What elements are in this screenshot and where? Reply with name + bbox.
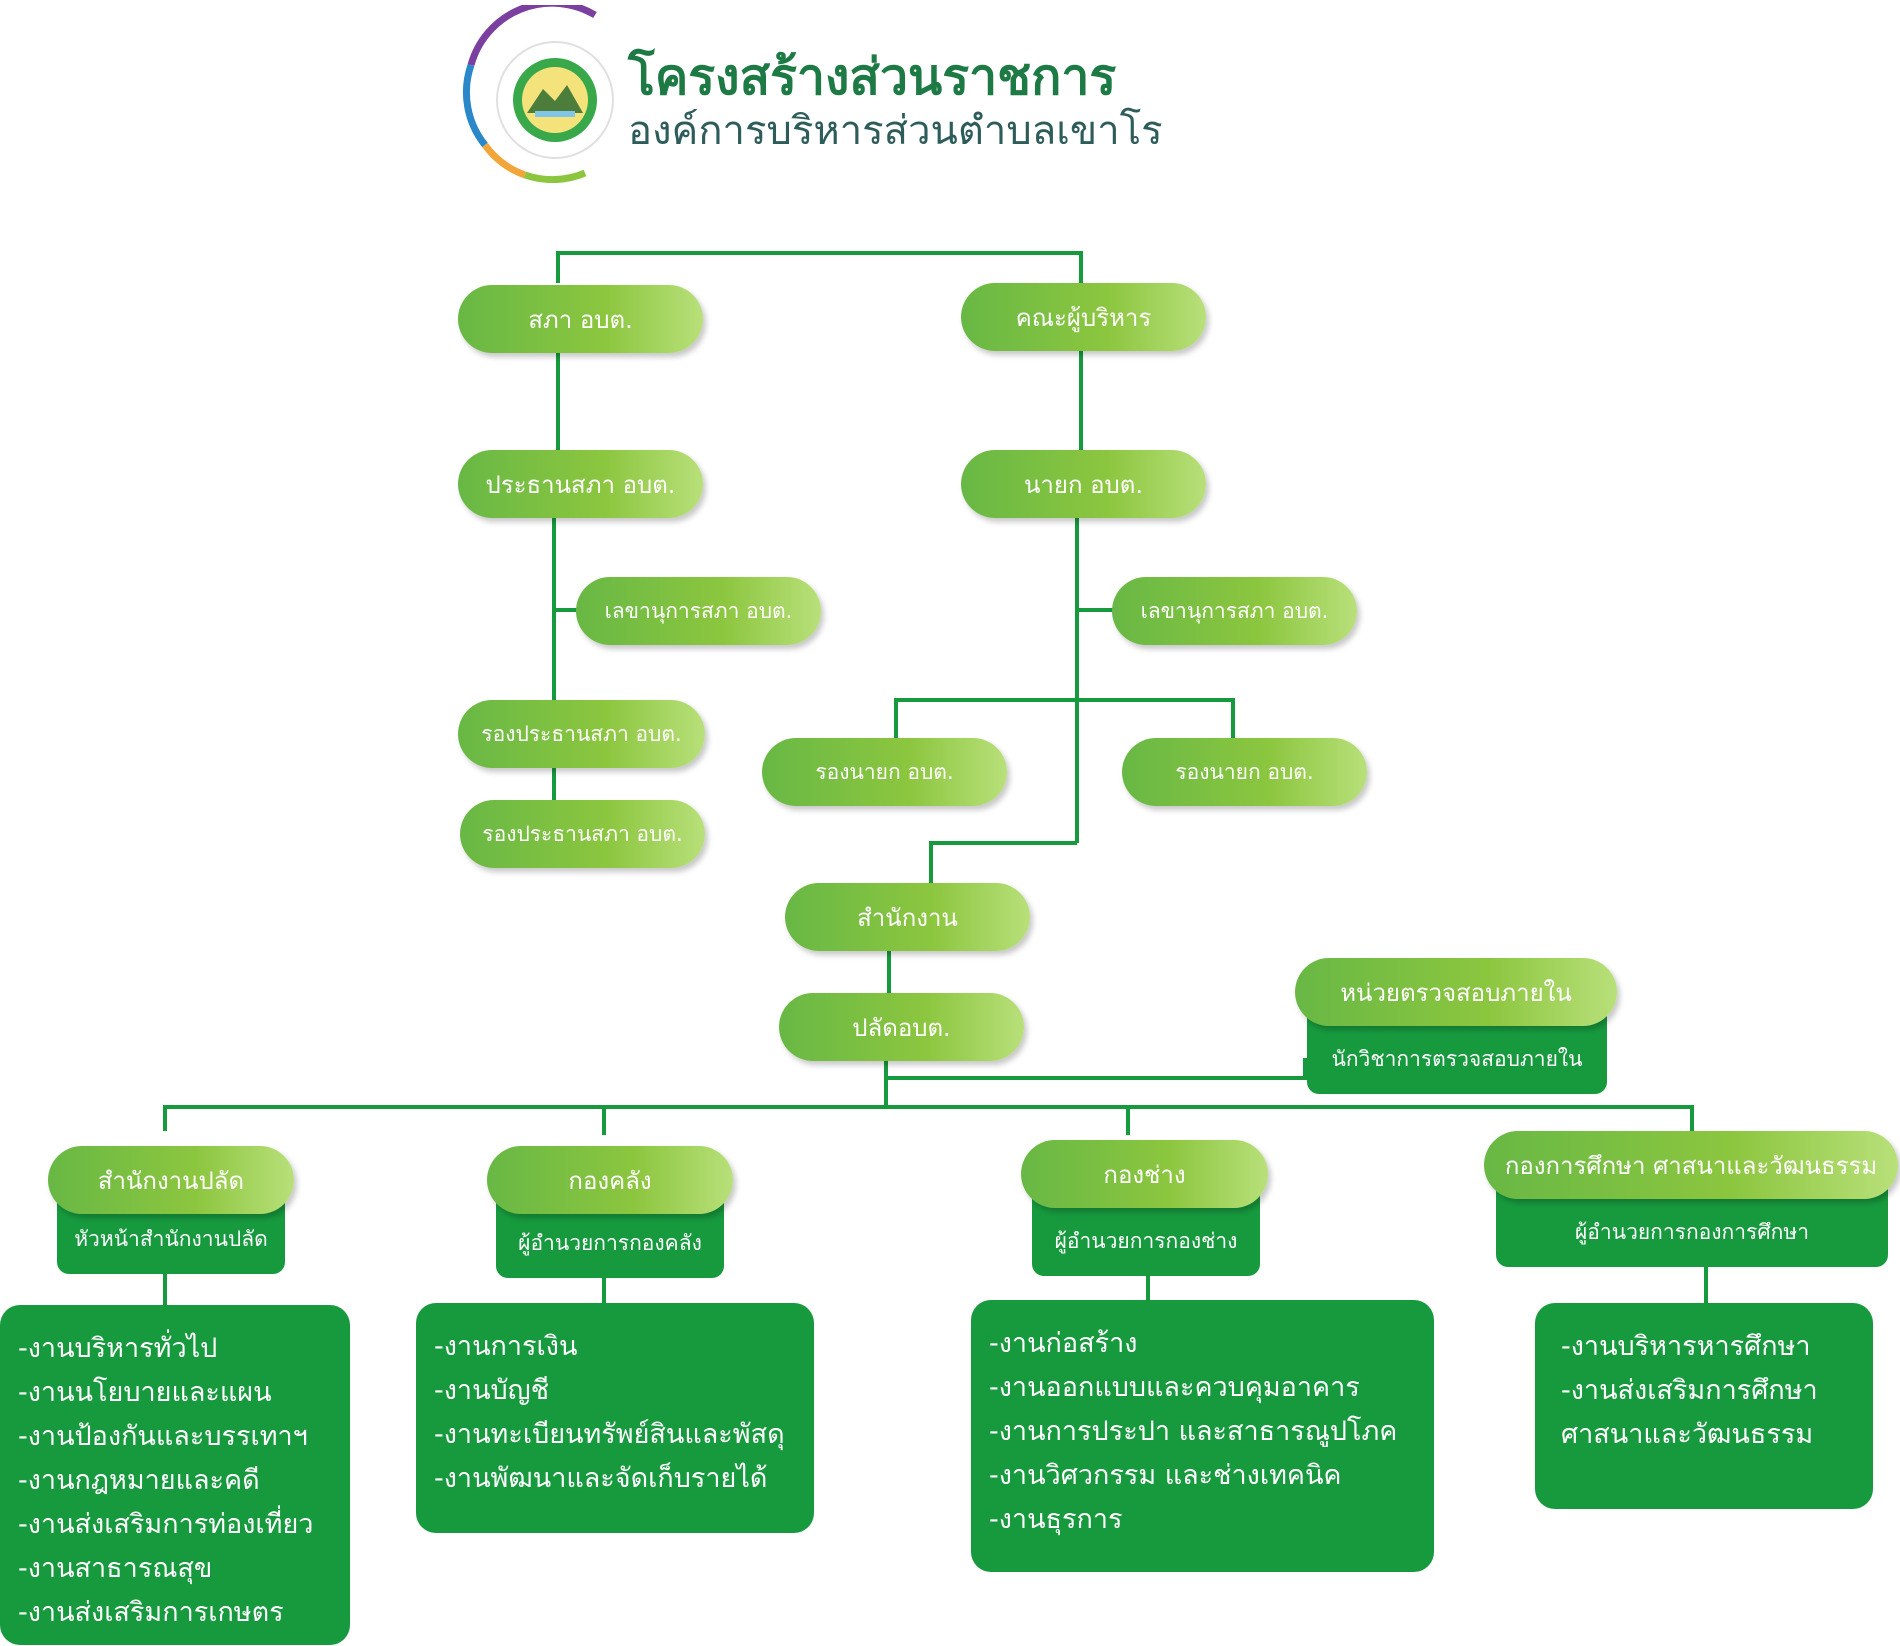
- chief-node: ปลัดอบต.: [779, 993, 1024, 1061]
- task-item: -งานบัญชี: [434, 1375, 550, 1406]
- department-card: หัวหน้าสำนักงานปลัด สำนักงานปลัด: [48, 1146, 294, 1274]
- task-item: -งานธุรการ: [989, 1504, 1123, 1535]
- task-item: -งานป้องกันและบรรเทาฯ: [18, 1421, 308, 1452]
- audit-unit-pill: หน่วยตรวจสอบภายใน: [1295, 958, 1617, 1026]
- executive-node: คณะผู้บริหาร: [961, 283, 1206, 351]
- page-subtitle: องค์การบริหารส่วนตำบลเขาโร: [628, 108, 1163, 154]
- task-item: ศาสนาและวัฒนธรรม: [1561, 1419, 1814, 1450]
- task-item: -งานส่งเสริมการเกษตร: [18, 1597, 284, 1628]
- task-item: -งานบริหารหารศึกษา: [1561, 1331, 1811, 1362]
- department-card: ผู้อำนวยการกองช่าง กองช่าง: [1021, 1140, 1268, 1276]
- chief-to-audit: [886, 1058, 1307, 1080]
- task-item: -งานสาธารณสุข: [18, 1553, 213, 1584]
- task-item: -งานบริหารทั่วไป: [18, 1333, 218, 1364]
- department-card: ผู้อำนวยการกองการศึกษา กองการศึกษา ศาสนา…: [1484, 1131, 1898, 1267]
- mayor-node: นายก อบต.: [961, 450, 1206, 518]
- task-item: -งานก่อสร้าง: [989, 1328, 1138, 1359]
- vice-mayor-node: รองนายก อบต.: [762, 738, 1007, 806]
- council-node: สภา อบต.: [458, 285, 703, 353]
- department-pill: กองการศึกษา ศาสนาและวัฒนธรรม: [1484, 1131, 1898, 1199]
- department-head-box: ผู้อำนวยการกองคลัง: [496, 1180, 724, 1278]
- task-item: -งานส่งเสริมการศึกษา: [1561, 1375, 1818, 1406]
- task-list: -งานก่อสร้าง -งานออกแบบและควบคุมอาคาร -ง…: [971, 1300, 1434, 1572]
- vice-mayor-node: รองนายก อบต.: [1122, 738, 1367, 806]
- task-list: -งานการเงิน -งานบัญชี -งานทะเบียนทรัพย์ส…: [416, 1303, 814, 1533]
- task-item: -งานการเงิน: [434, 1331, 578, 1362]
- task-item: -งานทะเบียนทรัพย์สินและพัสดุ: [434, 1419, 785, 1450]
- task-list: -งานบริหารทั่วไป -งานนโยบายและแผน -งานป้…: [0, 1305, 350, 1645]
- task-item: -งานส่งเสริมการท่องเที่ยว: [18, 1509, 314, 1540]
- exec-to-office: [929, 841, 1077, 883]
- department-pill: กองคลัง: [487, 1146, 733, 1214]
- council-vice-node: รองประธานสภา อบต.: [460, 800, 705, 868]
- task-item: -งานการประปา และสาธารณูปโภค: [989, 1416, 1398, 1447]
- council-vice-node: รองประธานสภา อบต.: [458, 700, 705, 768]
- task-item: -งานวิศวกรรม และช่างเทคนิค: [989, 1460, 1342, 1491]
- page-title: โครงสร้างส่วนราชการ: [628, 48, 1117, 106]
- department-card: ผู้อำนวยการกองคลัง กองคลัง: [487, 1146, 733, 1278]
- task-item: -งานออกแบบและควบคุมอาคาร: [989, 1372, 1360, 1403]
- department-pill: กองช่าง: [1021, 1140, 1268, 1208]
- audit-unit: นักวิชาการตรวจสอบภายใน หน่วยตรวจสอบภายใน: [1295, 958, 1617, 1094]
- department-pill: สำนักงานปลัด: [48, 1146, 294, 1214]
- dept-bus: [163, 1105, 1694, 1131]
- task-item: -งานกฎหมายและคดี: [18, 1465, 260, 1496]
- executive-secretary-node: เลขานุการสภา อบต.: [1112, 577, 1357, 645]
- vice-mayor-connector: [894, 698, 1235, 740]
- top-connector: [556, 251, 1083, 283]
- task-item: -งานพัฒนาและจัดเก็บรายได้: [434, 1463, 768, 1494]
- council-president-node: ประธานสภา อบต.: [458, 450, 703, 518]
- org-logo: [455, 0, 633, 184]
- council-secretary-node: เลขานุการสภา อบต.: [576, 577, 821, 645]
- office-node: สำนักงาน: [785, 883, 1030, 951]
- task-item: -งานนโยบายและแผน: [18, 1377, 272, 1408]
- task-list: -งานบริหารหารศึกษา -งานส่งเสริมการศึกษา …: [1535, 1303, 1873, 1509]
